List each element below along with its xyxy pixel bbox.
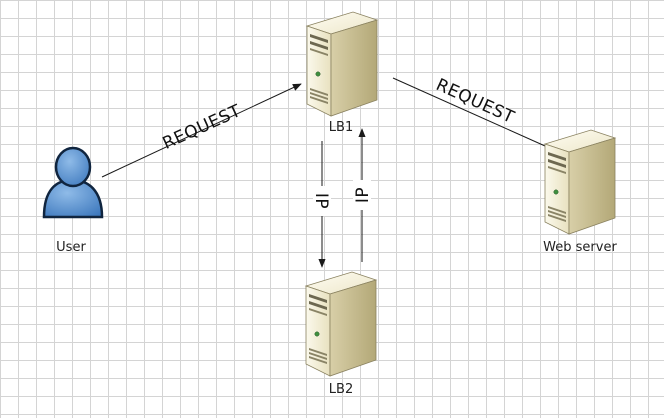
edge-user-to-lb1: REQUEST <box>101 83 302 178</box>
node-web-server[interactable]: Web server <box>543 129 617 255</box>
node-label-lb2: LB2 <box>329 382 353 397</box>
edge-label-lb2-lb1: IP <box>353 187 373 203</box>
node-lb1[interactable]: LB1 <box>306 11 378 135</box>
server-icon <box>306 11 378 117</box>
server-icon <box>544 129 616 235</box>
edge-label-user-lb1: REQUEST <box>160 101 245 154</box>
node-label-lb1: LB1 <box>329 120 353 135</box>
edge-line-lb1-web <box>392 77 555 151</box>
edge-label-bg-lb2-lb1 <box>353 180 371 210</box>
edge-line-user-lb1 <box>101 83 302 178</box>
edge-lb1-to-web-server: REQUEST <box>392 75 555 151</box>
node-label-web-server: Web server <box>543 240 617 255</box>
node-user[interactable]: User <box>42 146 104 255</box>
edge-lb2-to-lb1: IP <box>353 128 373 262</box>
edge-lb1-to-lb2: IP <box>311 141 331 268</box>
node-lb2[interactable]: LB2 <box>305 271 377 397</box>
node-label-user: User <box>56 240 86 255</box>
edge-label-lb1-lb2: IP <box>311 193 331 209</box>
user-icon <box>42 146 104 219</box>
server-icon <box>305 271 377 377</box>
edge-label-bg-lb1-lb2 <box>313 186 331 216</box>
